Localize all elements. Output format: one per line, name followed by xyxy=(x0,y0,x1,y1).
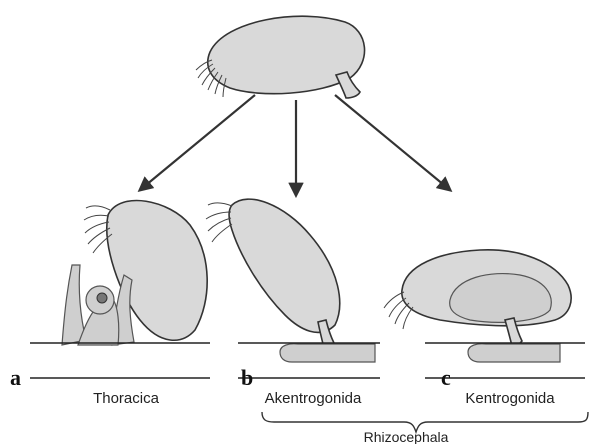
panel-a-thoracica: a Thoracica xyxy=(10,201,210,407)
panel-c-letter: c xyxy=(441,365,451,390)
panel-a-label: Thoracica xyxy=(93,390,160,407)
arrow-to-a xyxy=(140,95,255,190)
panel-b-akentrogonida: b Akentrogonida xyxy=(206,199,380,407)
arrow-to-c xyxy=(335,95,450,190)
panel-c-label: Kentrogonida xyxy=(465,390,555,407)
top-cyprid-larva xyxy=(196,16,365,98)
panel-b-label: Akentrogonida xyxy=(265,390,362,407)
panel-a-letter: a xyxy=(10,365,21,390)
panel-b-letter: b xyxy=(241,365,253,390)
rhizocephala-label: Rhizocephala xyxy=(364,429,449,444)
arrows xyxy=(140,95,450,195)
panel-c-kentrogonida: c Kentrogonida xyxy=(384,250,585,407)
akentrogonida-antennules xyxy=(206,203,232,242)
rhizocephala-bracket: Rhizocephala xyxy=(262,412,588,444)
akentrogonida-cyprid xyxy=(229,199,340,332)
